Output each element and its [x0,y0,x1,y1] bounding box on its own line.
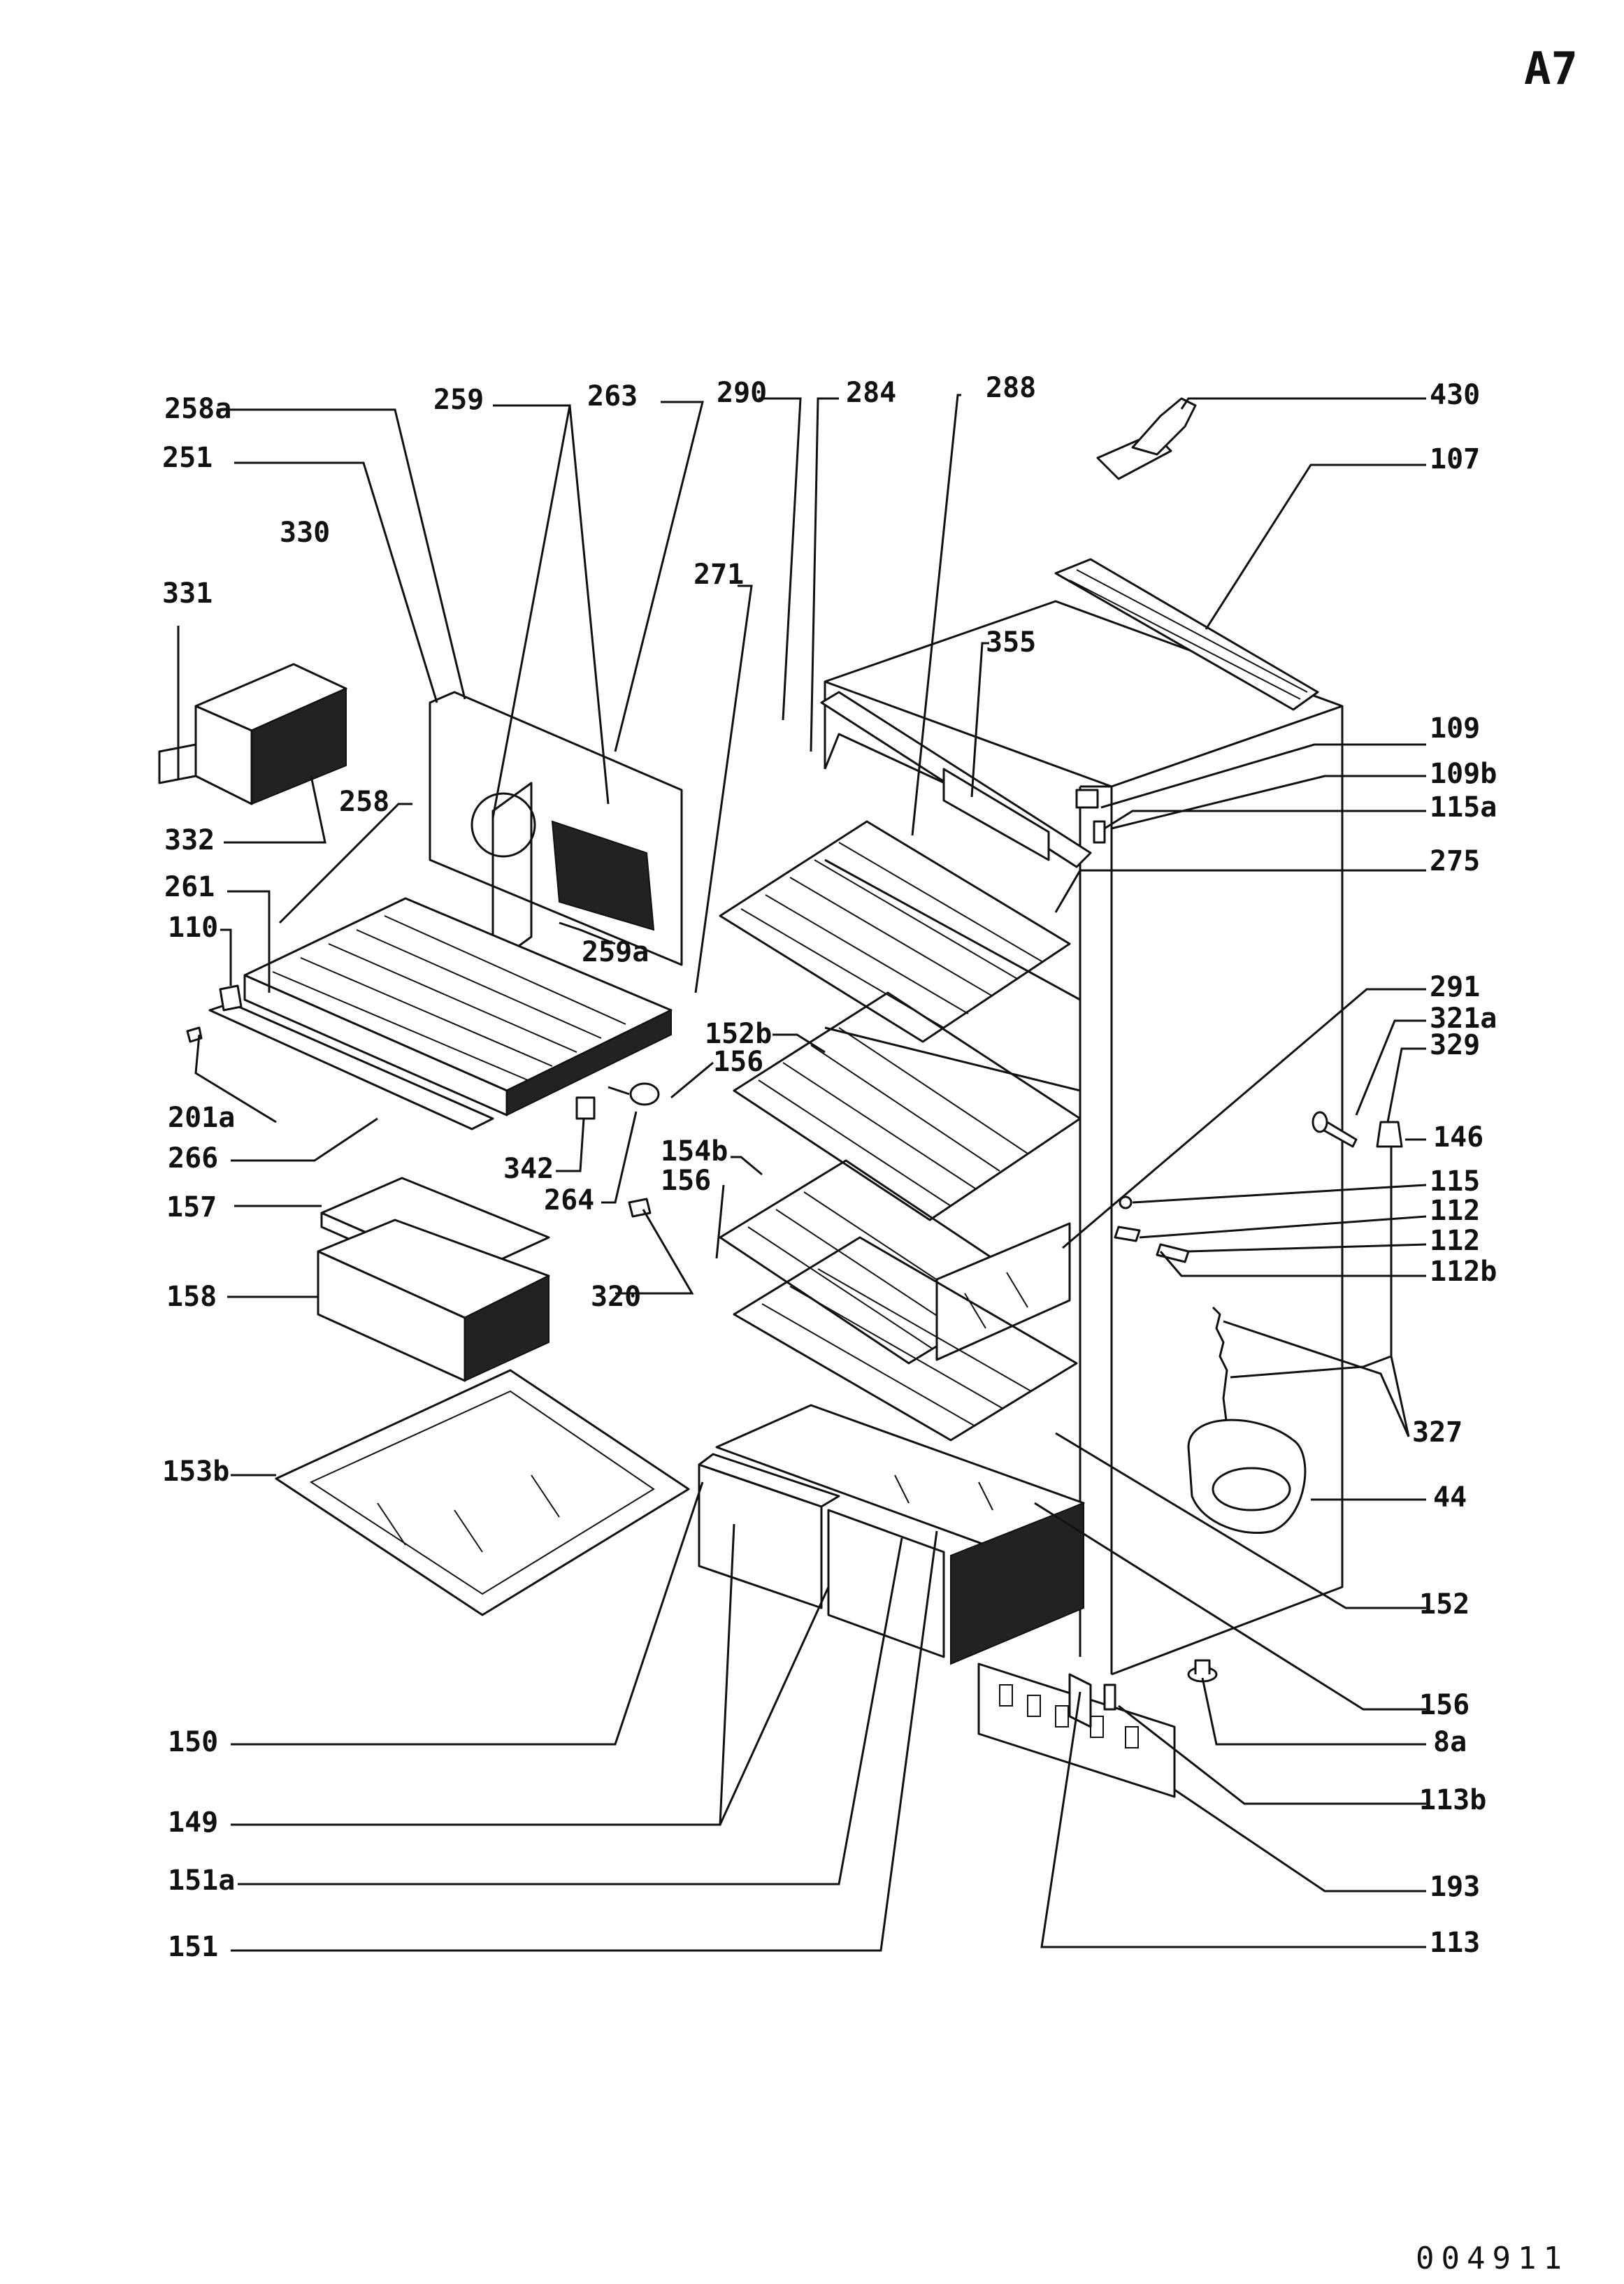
label-261: 261 [164,871,215,903]
cabinet-body [824,600,1344,1676]
label-329: 329 [1430,1029,1480,1061]
label-355: 355 [986,626,1036,659]
small-parts-112-115 [1114,1195,1190,1263]
label-156-mid: 156 [661,1165,711,1197]
screw-201a [186,1026,203,1043]
label-288: 288 [986,372,1036,404]
label-157: 157 [166,1191,217,1223]
label-150: 150 [168,1726,218,1758]
ice-tray [158,663,347,805]
glass-partition [935,1222,1071,1361]
label-113: 113 [1430,1927,1480,1959]
freezer-back-panel [429,691,683,966]
label-259: 259 [433,384,484,416]
clip-320 [628,1198,652,1218]
label-263: 263 [587,380,638,412]
label-271: 271 [694,559,744,591]
label-115a: 115a [1430,791,1497,824]
foot-8a [1187,1659,1218,1683]
wire-shelf-152b [733,991,1082,1221]
label-291: 291 [1430,971,1480,1003]
hinge-109 [1075,789,1106,844]
document-number: 004911 [1416,2241,1569,2276]
label-112-b: 112 [1430,1225,1480,1257]
bolt-113b [1103,1683,1116,1711]
label-258: 258 [339,786,389,818]
label-115: 115 [1430,1165,1480,1198]
label-275: 275 [1430,845,1480,877]
light-rail [820,691,1092,868]
freezer-shelf-tray [243,897,673,1116]
label-154b: 154b [661,1135,728,1168]
label-330: 330 [280,517,330,549]
label-112-a: 112 [1430,1195,1480,1227]
label-109: 109 [1430,712,1480,745]
label-152: 152 [1419,1588,1469,1621]
ice-scraper [1096,397,1197,480]
top-grille [1054,558,1319,711]
label-258a: 258a [164,393,231,425]
label-327: 327 [1412,1416,1463,1449]
label-151a: 151a [168,1865,235,1897]
leader-lines [177,394,1427,1952]
wire-shelf-152 [733,1236,1078,1442]
label-290: 290 [717,377,767,409]
glass-shelf-153b [275,1369,690,1616]
label-430: 430 [1430,379,1480,411]
label-109b: 109b [1430,758,1497,790]
label-44: 44 [1433,1481,1467,1514]
label-152b: 152b [705,1018,772,1050]
label-201a: 201a [168,1102,235,1134]
drain-cup [1187,1306,1307,1535]
label-112b: 112b [1430,1256,1497,1288]
clip-110 [219,984,243,1012]
pin-321a [1312,1111,1358,1148]
connector-329 [1230,1121,1403,1379]
hinge-113 [1068,1673,1092,1728]
label-110: 110 [168,912,218,944]
label-266: 266 [168,1142,218,1175]
label-193: 193 [1430,1871,1480,1903]
page-code: A7 [1524,43,1578,95]
label-284: 284 [846,377,896,409]
label-113b: 113b [1419,1784,1486,1816]
label-342: 342 [503,1153,554,1185]
label-320: 320 [591,1281,641,1313]
label-259a: 259a [582,936,649,968]
label-149: 149 [168,1807,218,1839]
wire-shelf-275 [719,820,1071,1043]
spacer-264 [608,1082,660,1106]
label-251: 251 [162,442,213,474]
label-331: 331 [162,577,213,610]
freezer-basket-158 [317,1219,550,1382]
label-321a: 321a [1430,1003,1497,1035]
label-158: 158 [166,1281,217,1313]
label-151: 151 [168,1931,218,1963]
tab-342 [575,1096,596,1120]
label-156-top: 156 [713,1046,763,1078]
label-156-low: 156 [1419,1689,1469,1721]
crisper-drawers [698,1453,1084,1665]
label-153b: 153b [162,1456,229,1488]
label-146: 146 [1433,1121,1483,1154]
callout-labels: 258a 251 259 263 290 284 288 430 107 330… [162,372,1497,1963]
label-264: 264 [544,1184,594,1216]
label-8a: 8a [1433,1726,1467,1758]
label-107: 107 [1430,443,1480,475]
label-332: 332 [164,824,215,856]
